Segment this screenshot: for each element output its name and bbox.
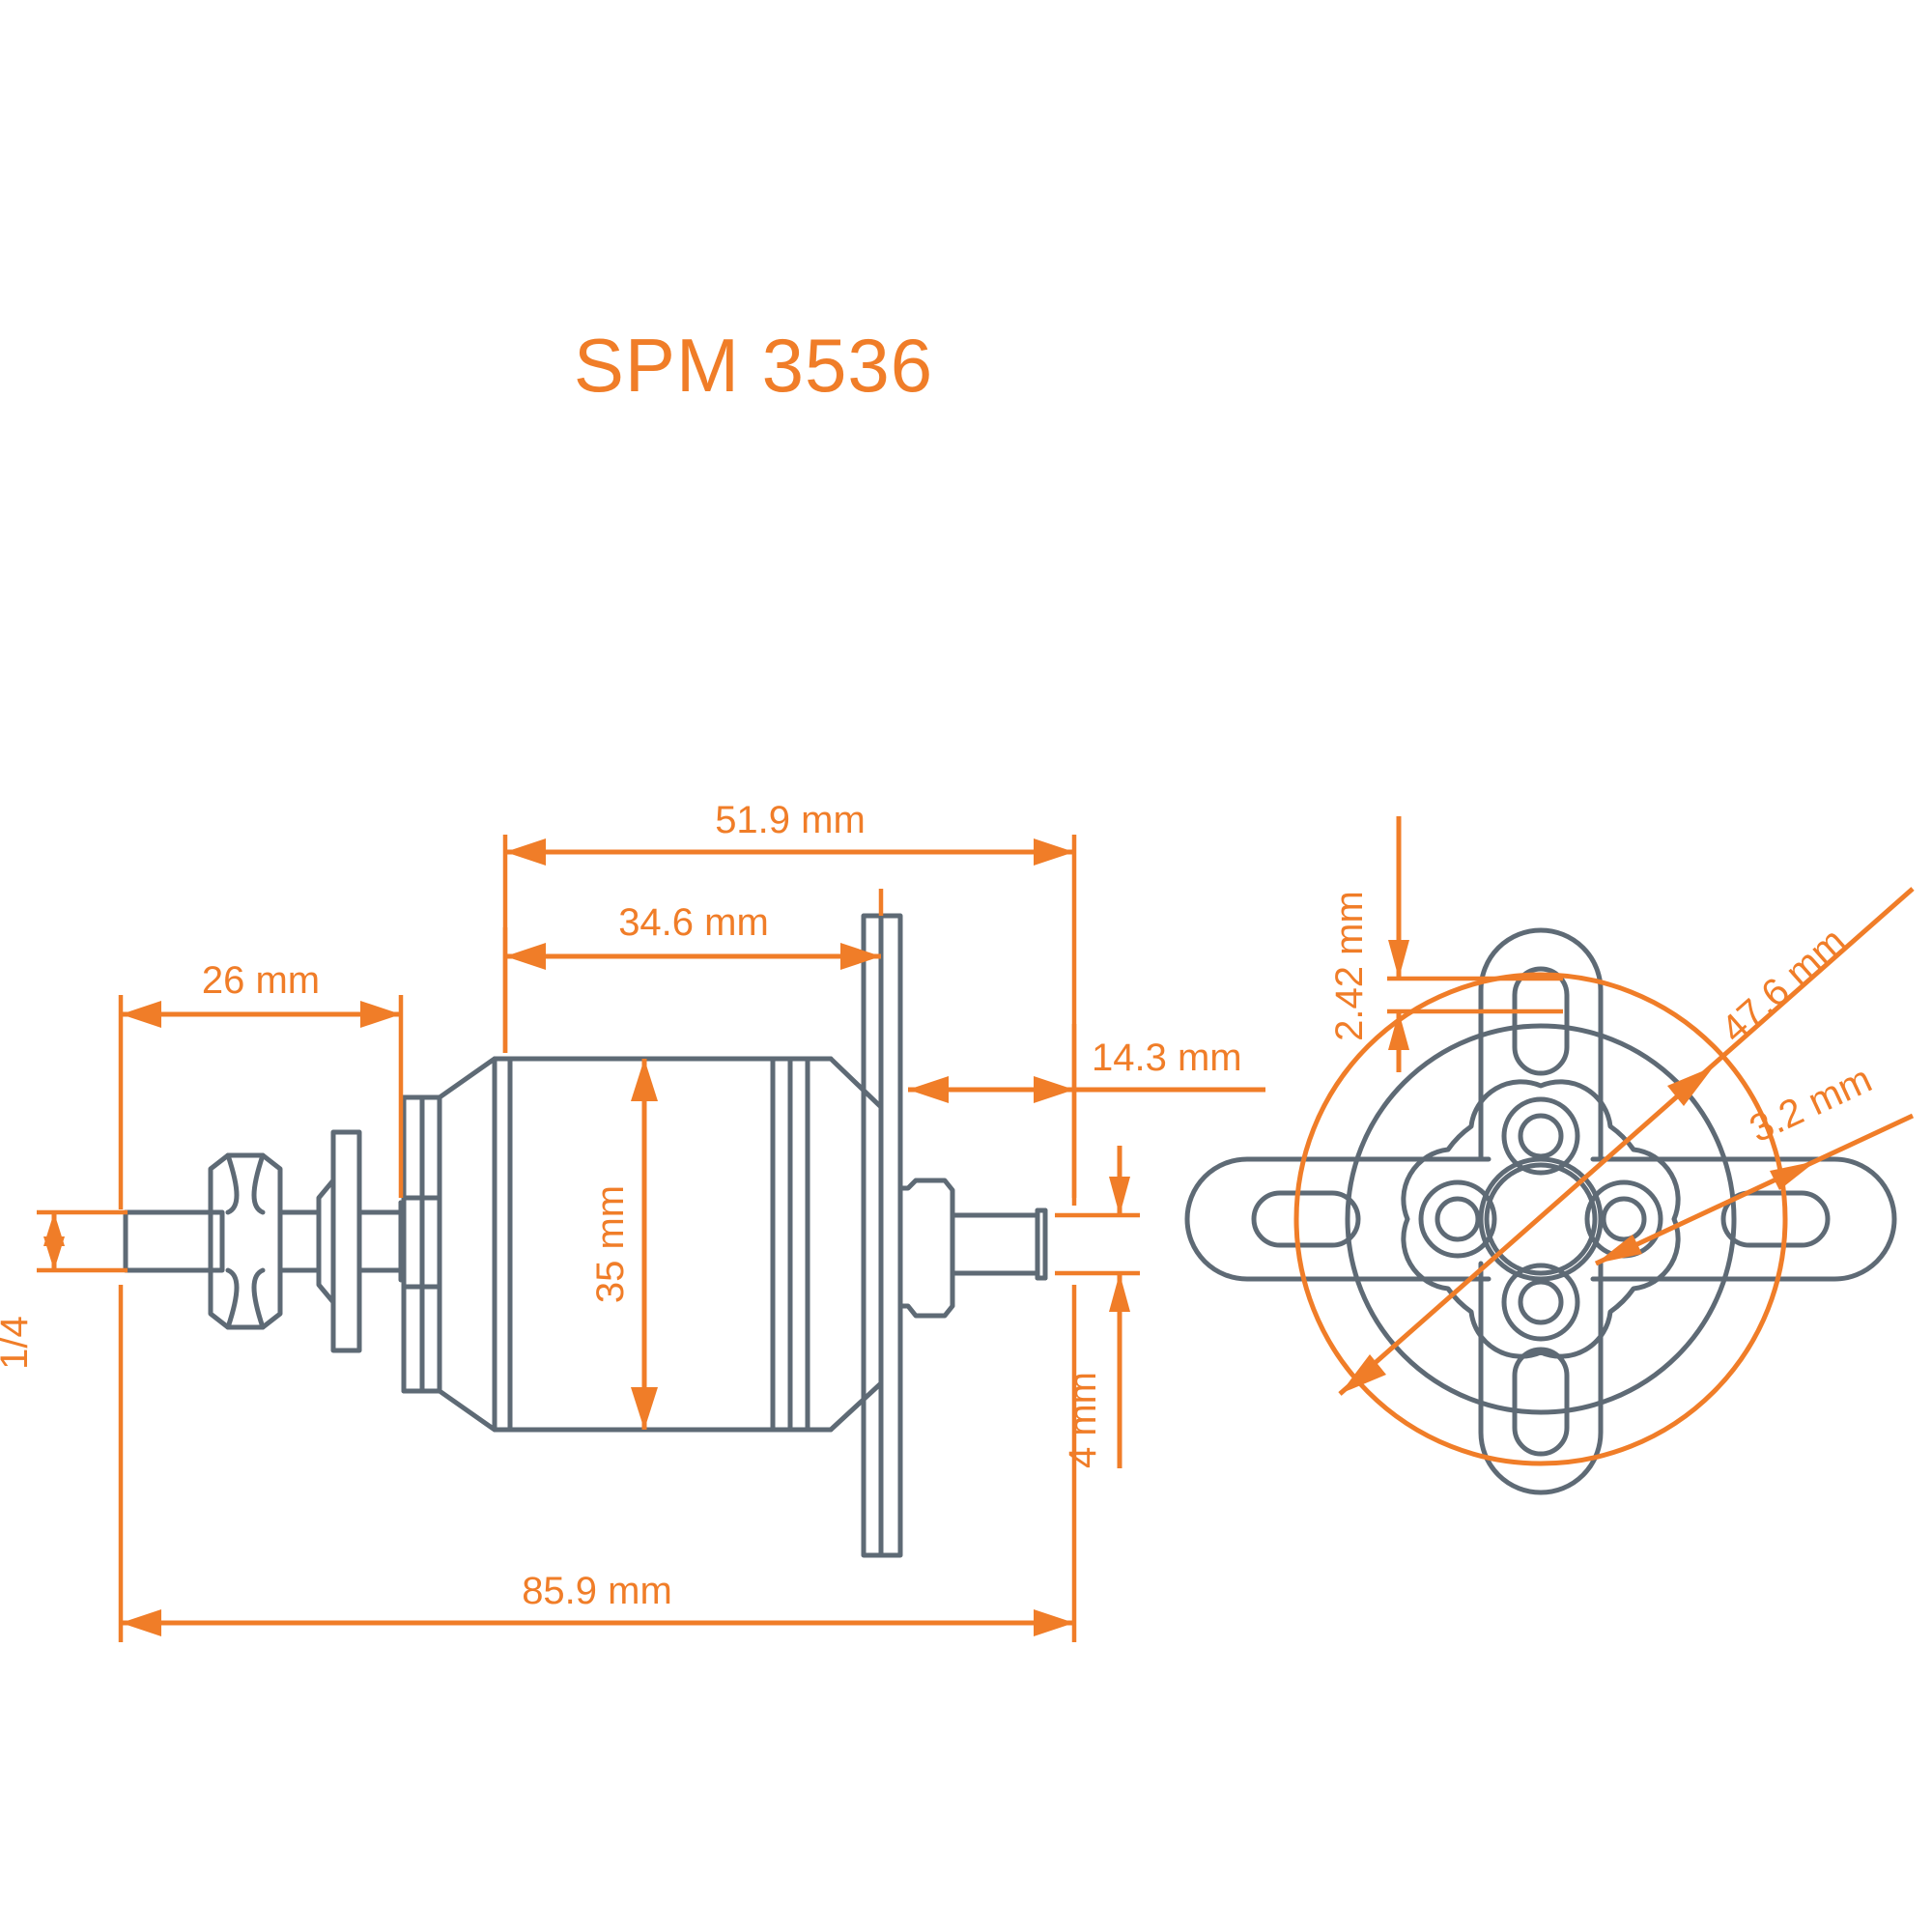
screw-hole-left-bore [1435,1196,1481,1242]
motor-can-body [492,1056,834,1433]
dim-51-9mm: 51.9 mm [502,799,1077,1206]
dim-2-42mm: 2.42 mm [1328,816,1563,1072]
dim-label-quarter-inch: 1/4 [0,1316,36,1370]
dim-4mm: 4 mm [1055,1146,1140,1468]
dim-26mm: 26 mm [118,959,404,1209]
screw-hole-top-bore [1518,1113,1564,1159]
dim-label-2-42mm: 2.42 mm [1328,891,1371,1041]
dim-label-3-2mm: 3.2 mm [1744,1058,1878,1151]
dim-label-35mm: 35 mm [589,1185,632,1303]
rear-shaft-stub [950,1208,1048,1281]
dim-quarter-inch: 1/4 [0,1209,128,1370]
rear-hub-boss [897,1178,955,1319]
dim-35mm: 35 mm [589,1059,658,1430]
front-bell-step [401,1094,442,1394]
dim-label-4mm: 4 mm [1062,1372,1104,1468]
screw-hole-bottom [1501,1263,1580,1342]
mount-circle-47-6mm [1293,972,1788,1466]
prop-shaft-front [123,1209,225,1273]
motor-can-circle [1345,1023,1737,1415]
prop-adapter-washer [316,1129,362,1353]
front-face-view [1184,927,1897,1495]
dim-label-51-9mm: 51.9 mm [715,799,866,841]
dim-47-6mm: 47.6 mm [1293,887,1915,1466]
hub-cross-plate [1401,1079,1681,1359]
shaft-mid-segment [277,1209,322,1273]
dim-label-14-3mm: 14.3 mm [1092,1037,1242,1079]
mount-tab-right [1590,1156,1897,1282]
shaft-to-body [356,1200,407,1283]
dim-label-85-9mm: 85.9 mm [522,1570,672,1612]
hub-screw-holes [1418,1096,1663,1342]
page-title: SPM 3536 [574,323,933,408]
dim-label-34-6mm: 34.6 mm [618,901,769,944]
screw-hole-left [1418,1179,1497,1259]
center-bore-inner [1484,1162,1598,1276]
dim-label-26mm: 26 mm [202,959,320,1002]
mount-tab-top [1478,927,1604,1162]
screw-hole-bottom-bore [1518,1279,1564,1325]
dim-14-3mm: 14.3 mm [908,1024,1265,1198]
front-can-taper [437,1056,497,1433]
center-bore-outer [1478,1156,1604,1282]
dim-85-9mm: 85.9 mm [118,1285,1077,1642]
dim-label-47-6mm: 47.6 mm [1714,920,1855,1051]
screw-hole-right-bore [1601,1196,1647,1242]
mount-tab-left [1184,1156,1492,1282]
rear-can-taper [828,1056,884,1433]
front-view-dimensions: 47.6 mm 3.2 mm 2.42 mm [1293,816,1915,1466]
dim-34-6mm: 34.6 mm [502,889,884,1053]
rear-mount-plate [861,913,903,1558]
side-view-dimensions: 51.9 mm 34.6 mm 26 mm [0,799,1265,1642]
side-elevation-view [123,913,1048,1558]
screw-hole-top [1501,1096,1580,1176]
hex-nut [208,1152,283,1330]
